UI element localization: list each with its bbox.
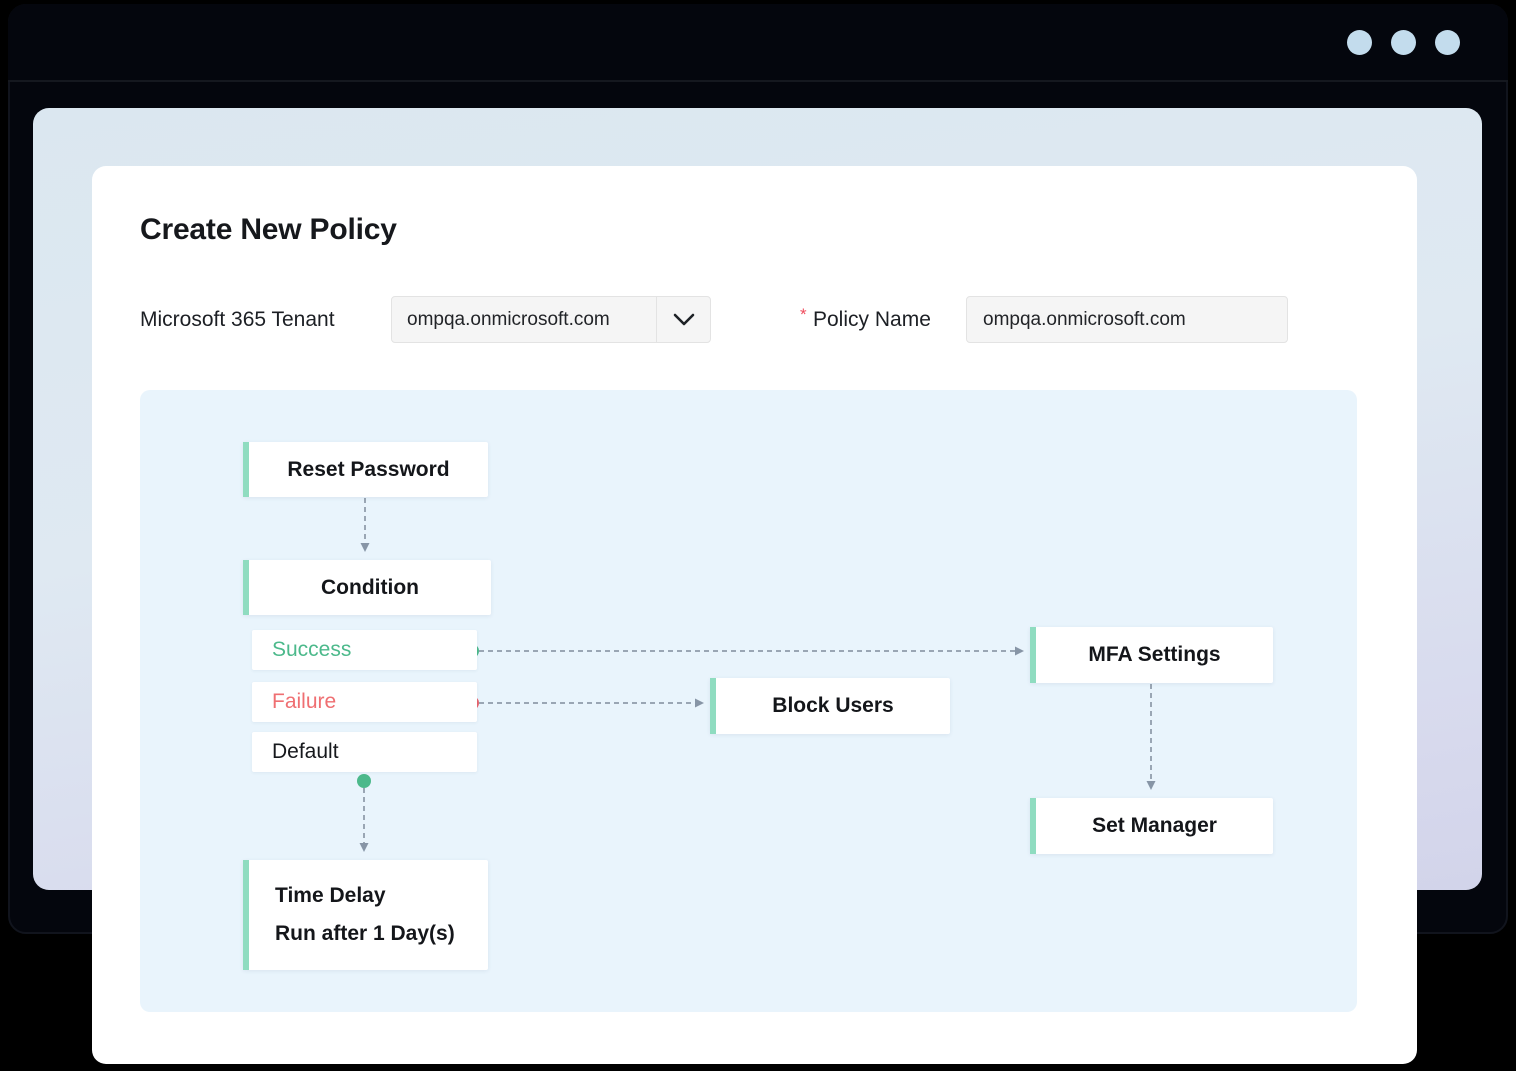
required-asterisk: *	[800, 305, 807, 324]
tenant-select[interactable]: ompqa.onmicrosoft.com	[391, 296, 711, 343]
node-content: Reset Password	[249, 458, 488, 482]
flow-node-mfa-settings[interactable]: MFA Settings	[1030, 627, 1273, 683]
node-label: Reset Password	[287, 457, 450, 481]
node-accent-bar	[1030, 627, 1036, 683]
node-accent-bar	[243, 442, 249, 497]
tenant-select-value: ompqa.onmicrosoft.com	[407, 308, 610, 330]
node-label: Time Delay	[275, 884, 386, 907]
node-content: Block Users	[716, 694, 950, 718]
node-label: Condition	[321, 575, 419, 599]
node-label: MFA Settings	[1088, 643, 1221, 666]
node-content: Set Manager	[1036, 814, 1273, 838]
node-accent-bar	[243, 560, 249, 615]
flow-node-condition[interactable]: Condition	[243, 560, 491, 615]
node-label: Set Manager	[1092, 814, 1217, 837]
node-content: MFA Settings	[1036, 643, 1273, 667]
flow-node-time-delay[interactable]: Time Delay Run after 1 Day(s)	[243, 860, 488, 970]
flow-node-reset-password[interactable]: Reset Password	[243, 442, 488, 497]
tenant-label: Microsoft 365 Tenant	[140, 308, 335, 331]
node-accent-bar	[1030, 798, 1036, 854]
node-sublabel: Run after 1 Day(s)	[275, 922, 455, 945]
flow-node-block-users[interactable]: Block Users	[710, 678, 950, 734]
node-accent-bar	[710, 678, 716, 734]
close-dot[interactable]	[1435, 30, 1460, 55]
condition-branch-success[interactable]: Success	[252, 630, 477, 670]
page-title: Create New Policy	[140, 213, 397, 246]
condition-branch-failure[interactable]: Failure	[252, 682, 477, 722]
condition-branch-default[interactable]: Default	[252, 732, 477, 772]
node-accent-bar	[243, 860, 249, 970]
node-label: Block Users	[772, 694, 894, 717]
policy-flow-canvas[interactable]: Reset Password Condition Success Failure…	[140, 390, 1357, 1012]
policy-name-value: ompqa.onmicrosoft.com	[983, 308, 1186, 330]
policy-name-input[interactable]: ompqa.onmicrosoft.com	[966, 296, 1288, 343]
node-content: Condition	[249, 576, 491, 600]
maximize-dot[interactable]	[1391, 30, 1416, 55]
flow-node-set-manager[interactable]: Set Manager	[1030, 798, 1273, 854]
browser-titlebar	[8, 4, 1508, 82]
window-controls	[1347, 30, 1460, 55]
minimize-dot[interactable]	[1347, 30, 1372, 55]
chevron-down-icon[interactable]	[656, 297, 710, 342]
policy-name-label: Policy Name	[813, 308, 931, 331]
node-content: Time Delay Run after 1 Day(s)	[249, 884, 488, 946]
